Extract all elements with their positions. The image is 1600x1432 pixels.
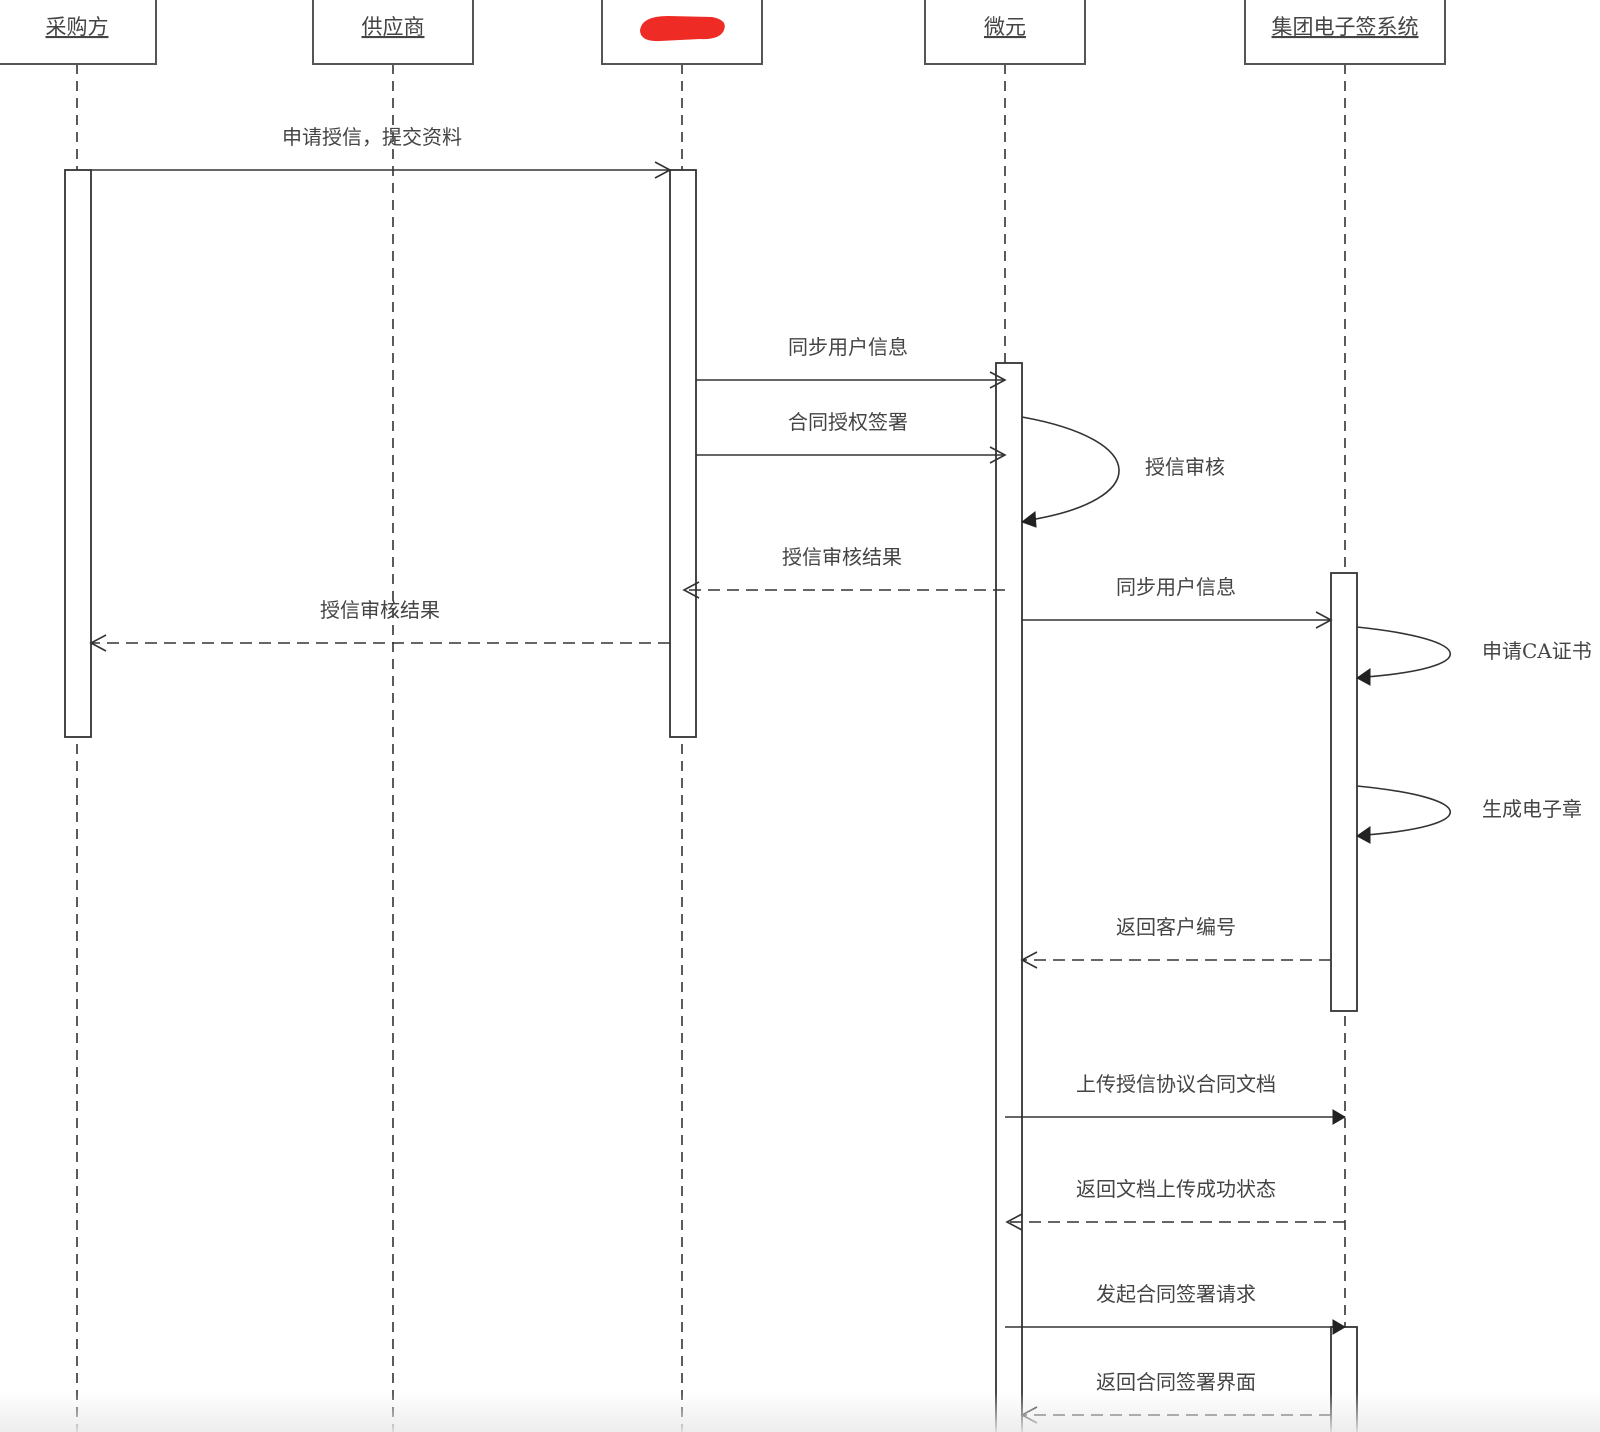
message-label: 返回客户编号 — [1116, 915, 1236, 939]
actor-weiyuan: 微元 — [924, 0, 1086, 65]
actor-label-weiyuan: 微元 — [984, 15, 1026, 39]
message-label: 申请授信，提交资料 — [282, 125, 462, 149]
actor-esign-system: 集团电子签系统 — [1244, 0, 1446, 65]
actor-purchaser: 采购方 — [0, 0, 157, 65]
message-label: 申请CA证书 — [1482, 639, 1592, 663]
message-sync-user-1: 同步用户信息 — [696, 335, 1007, 389]
message-sync-user-2: 同步用户信息 — [1022, 575, 1333, 629]
message-label: 返回合同签署界面 — [1096, 1370, 1256, 1394]
message-initiate-signing: 发起合同签署请求 — [1005, 1282, 1346, 1335]
redaction-mark — [640, 16, 725, 42]
activation-redacted — [669, 169, 697, 738]
message-upload-contract: 上传授信协议合同文档 — [1005, 1072, 1346, 1125]
message-self-generate-seal: 生成电子章 — [1356, 785, 1582, 844]
message-label: 生成电子章 — [1482, 797, 1582, 821]
message-self-credit-review: 授信审核 — [1020, 416, 1225, 528]
bottom-fade — [0, 1392, 1600, 1432]
activation-esign-1 — [1330, 572, 1358, 1012]
message-label: 发起合同签署请求 — [1096, 1282, 1256, 1306]
message-contract-auth: 合同授权签署 — [696, 410, 1007, 464]
activation-purchaser — [64, 169, 92, 738]
message-label: 同步用户信息 — [1116, 575, 1236, 599]
message-label: 返回文档上传成功状态 — [1076, 1177, 1276, 1201]
message-label: 授信审核结果 — [320, 598, 440, 622]
activation-weiyuan — [995, 362, 1023, 1432]
message-label: 上传授信协议合同文档 — [1076, 1072, 1276, 1096]
message-label: 合同授权签署 — [788, 410, 908, 434]
message-apply-credit: 申请授信，提交资料 — [91, 125, 672, 179]
actor-label-supplier: 供应商 — [362, 15, 425, 39]
message-return-upload-status: 返回文档上传成功状态 — [1005, 1177, 1345, 1231]
message-label: 同步用户信息 — [788, 335, 908, 359]
message-credit-result-2: 授信审核结果 — [89, 598, 670, 652]
actor-label-esign-system: 集团电子签系统 — [1272, 15, 1419, 39]
actor-label-purchaser: 采购方 — [46, 15, 109, 39]
actor-supplier: 供应商 — [312, 0, 474, 65]
message-label: 授信审核结果 — [782, 545, 902, 569]
message-credit-result-1: 授信审核结果 — [682, 545, 1005, 599]
actor-redacted — [601, 0, 763, 65]
message-return-customer-id: 返回客户编号 — [1020, 915, 1331, 969]
message-self-apply-ca: 申请CA证书 — [1356, 626, 1592, 686]
message-label: 授信审核 — [1145, 455, 1225, 479]
